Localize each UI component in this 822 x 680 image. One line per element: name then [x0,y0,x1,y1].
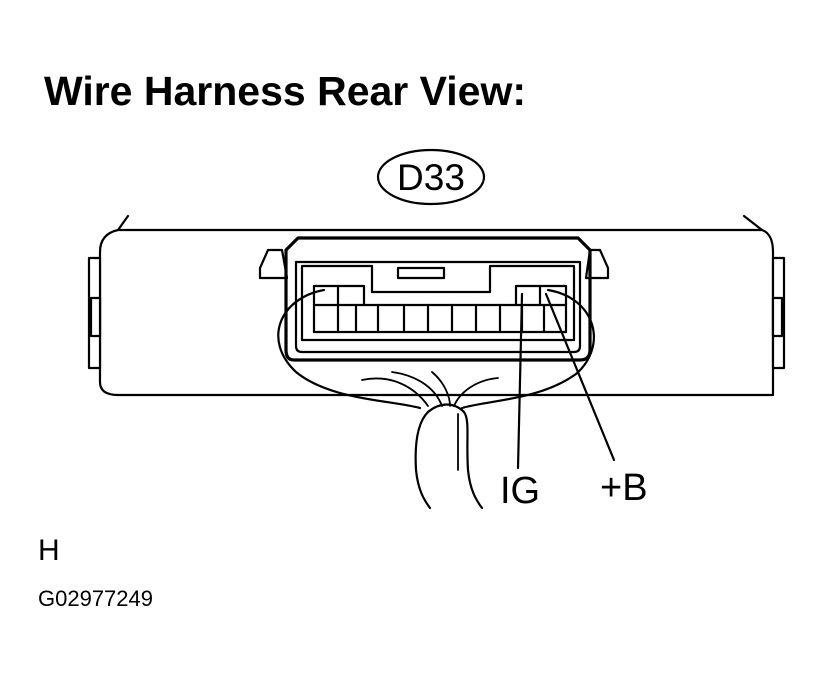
connector-d33 [258,236,610,362]
wire-loop-left [277,288,422,410]
housing-corner-tick-left [116,214,130,232]
connector-key [396,266,446,280]
lower-pin-cavities [336,303,546,334]
connector-code: D33 [397,157,465,198]
harness-sleeve-right [462,410,484,510]
connector-recess [300,264,576,342]
ig-leader-line [516,292,524,470]
harness-sleeve-left [414,410,432,510]
wire-strand-4 [431,371,451,407]
housing-clip-left [89,296,102,338]
housing-outline [98,228,775,397]
ecu-housing [87,214,786,397]
harness-sleeve-top [426,403,466,414]
housing-clip-right [771,296,784,338]
wire-strand-2 [391,371,443,407]
pin-label-ig: IG [500,470,540,512]
wire-harness-bundle [277,288,595,510]
wire-strand-1 [361,377,429,407]
lock-tab-left [258,248,289,280]
pin-label-plus-b: +B [600,467,648,509]
connector-code-callout: D33 [376,148,486,206]
connector-inner-frame [294,260,582,354]
side-marker: H [38,534,60,567]
diagram-title: Wire Harness Rear View: [44,68,526,114]
callout-ellipse [376,148,486,206]
wire-loop-right [460,288,595,410]
figure-code: G02977249 [38,586,153,611]
connector-shell [284,236,592,362]
upper-cells-left [312,284,366,307]
b-leader-line [544,292,616,462]
housing-corner-tick-right [742,214,764,232]
wire-strand-3 [453,377,499,407]
